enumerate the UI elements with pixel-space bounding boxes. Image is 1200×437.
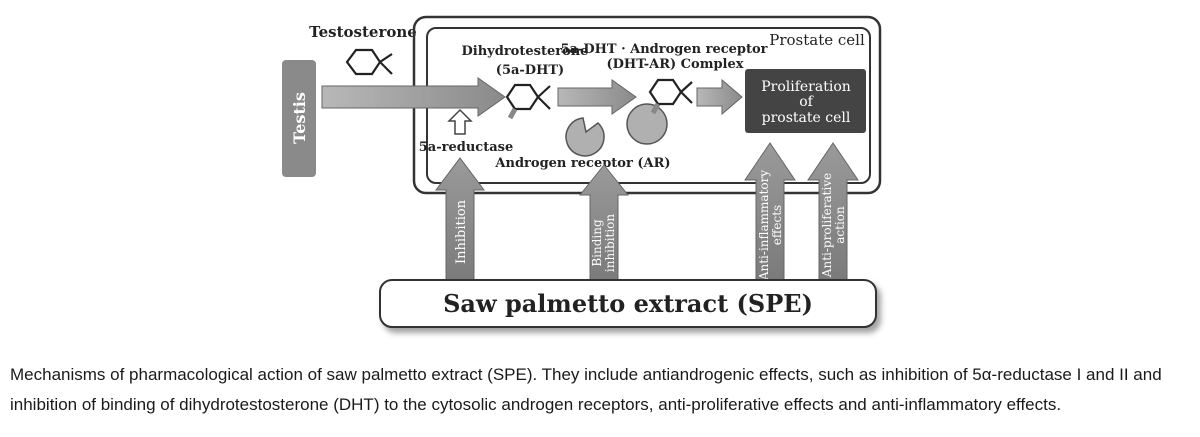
anti-inflammatory-effects-label: effects xyxy=(770,205,784,245)
testosterone-molecule-icon xyxy=(345,48,393,76)
complex-abbrev-label: (DHT-AR) Complex xyxy=(606,57,743,72)
proliferation-label: Proliferation xyxy=(761,79,851,95)
androgen-receptor-label: Androgen receptor (AR) xyxy=(494,156,670,171)
dht-ar-complex-icon xyxy=(626,78,693,145)
figure-caption: Mechanisms of pharmacological action of … xyxy=(10,365,1162,414)
testis-box: Testis xyxy=(282,60,316,177)
dht-abbrev-label: (5a-DHT) xyxy=(496,63,564,78)
anti-inflammatory-label: Anti-inflammatory xyxy=(757,170,771,282)
inhibition-label: Inhibition xyxy=(454,199,469,264)
inhibition-arrow: Inhibition xyxy=(435,157,485,284)
testis-label: Testis xyxy=(290,92,309,144)
testosterone-conversion-arrow xyxy=(321,77,506,117)
reductase-arrow-icon xyxy=(447,108,473,135)
binding-arrow xyxy=(557,79,637,115)
spe-label: Saw palmetto extract (SPE) xyxy=(443,289,813,318)
proliferation-arrow xyxy=(696,78,743,116)
dht-molecule-icon xyxy=(505,83,551,120)
androgen-receptor-icon xyxy=(565,117,605,157)
binding-label: Binding xyxy=(590,219,604,267)
proliferation-box: Proliferation of prostate cell xyxy=(745,69,866,133)
proliferation-of-label: of xyxy=(799,94,814,110)
reductase-label: 5a-reductase xyxy=(419,140,513,155)
anti-inflammatory-arrow: Anti-inflammatory effects xyxy=(744,142,796,284)
anti-proliferative-label: Anti-proliferative xyxy=(820,173,834,278)
mechanism-diagram: Testis Testosterone Prostate cell Dihydr… xyxy=(282,15,882,328)
anti-proliferative-arrow: Anti-proliferative action xyxy=(807,142,859,284)
testosterone-label: Testosterone xyxy=(309,23,417,41)
spe-box: Saw palmetto extract (SPE) xyxy=(379,279,877,328)
prostate-cell-target-label: prostate cell xyxy=(762,110,851,126)
anti-proliferative-action-label: action xyxy=(833,206,847,244)
binding-inhibition-label: inhibition xyxy=(603,214,617,273)
dht-label: Dihydrotesterone xyxy=(462,44,589,59)
complex-label: 5a-DHT · Androgen receptor xyxy=(560,42,767,57)
binding-inhibition-arrow: Binding inhibition xyxy=(578,164,630,284)
prostate-cell-label: Prostate cell xyxy=(769,31,865,49)
